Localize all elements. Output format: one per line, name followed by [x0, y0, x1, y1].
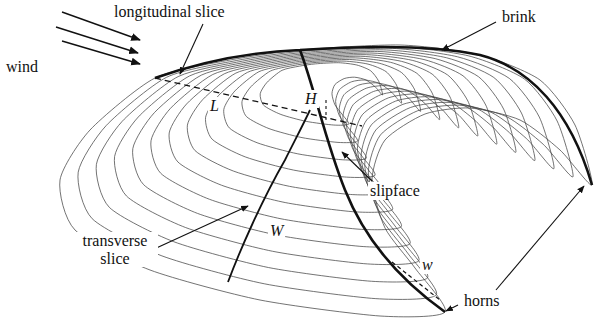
wind-arrow	[56, 27, 138, 53]
part-label: wind	[4, 58, 40, 76]
longitudinal-slice	[155, 78, 362, 126]
part-label: longitudinal slice	[112, 3, 227, 21]
contour-line	[205, 58, 439, 178]
part-label: brink	[500, 8, 538, 26]
wind-arrow	[62, 41, 140, 64]
brink-line	[155, 47, 592, 185]
contour-line	[224, 59, 421, 160]
part-label: w	[420, 256, 435, 274]
leader-line	[342, 152, 372, 181]
contour-line	[242, 61, 402, 143]
transverse-slice	[228, 110, 310, 282]
leader-line	[152, 206, 248, 250]
part-label: transverse slice	[72, 232, 158, 267]
leader-line	[442, 22, 496, 50]
contour-lines	[60, 45, 592, 317]
contour-line	[96, 48, 554, 282]
contour-line	[169, 55, 478, 213]
part-label: slipface	[368, 182, 422, 200]
part-label: W	[268, 222, 285, 240]
contour-line	[133, 51, 516, 247]
height-marker	[325, 100, 326, 120]
part-label: horns	[462, 292, 502, 310]
contour-line	[60, 45, 592, 317]
part-label: H	[303, 90, 319, 108]
contour-line	[151, 53, 497, 230]
slipface-edge	[300, 50, 445, 312]
leader-line	[180, 24, 203, 74]
part-label: L	[208, 97, 221, 115]
leader-line	[446, 305, 458, 311]
contour-line	[114, 50, 535, 265]
leader-line	[496, 186, 584, 290]
